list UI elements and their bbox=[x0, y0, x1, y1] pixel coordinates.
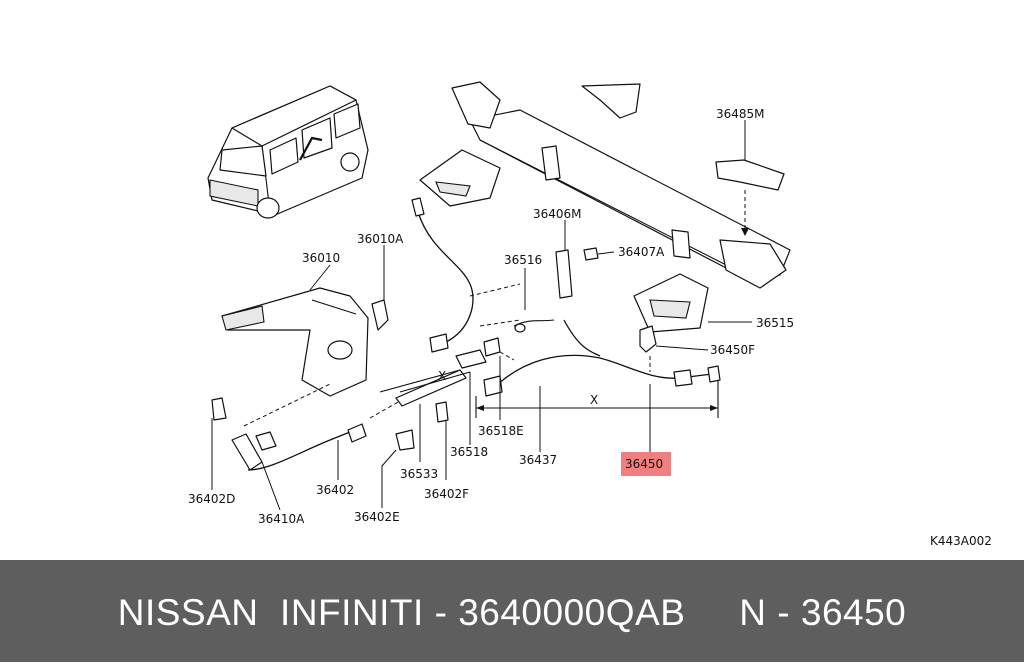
van-illustration bbox=[207, 85, 369, 219]
dim-x-lower: X bbox=[590, 393, 598, 407]
label-36485M: 36485M bbox=[716, 107, 765, 121]
label-36402: 36402 bbox=[316, 483, 354, 497]
footer-part-number: NISSAN INFINITI - 3640000QAB N - 36450 bbox=[117, 592, 907, 633]
dimension-x bbox=[399, 371, 719, 418]
highlight-36450 bbox=[621, 452, 671, 476]
label-36450F: 36450F bbox=[710, 343, 755, 357]
label-36010A: 36010A bbox=[357, 232, 404, 246]
rear-cable-36450 bbox=[483, 247, 721, 397]
label-36450: 36450 bbox=[625, 457, 663, 471]
frame-crossmember bbox=[419, 81, 791, 333]
hand-brake-lever bbox=[221, 287, 389, 397]
label-36402F: 36402F bbox=[424, 487, 469, 501]
label-36010: 36010 bbox=[302, 251, 340, 265]
label-36402D: 36402D bbox=[188, 492, 235, 506]
parts-diagram: X X 36485M 36406M 36407A 36010A 36516 36… bbox=[188, 81, 992, 548]
label-36518: 36518 bbox=[450, 445, 488, 459]
equalizer-rod bbox=[379, 337, 501, 407]
label-36533: 36533 bbox=[400, 467, 438, 481]
footer-bar: NISSAN INFINITI - 3640000QAB N - 36450 bbox=[0, 560, 1024, 662]
label-36407A: 36407A bbox=[618, 245, 665, 259]
label-36410A: 36410A bbox=[258, 512, 305, 526]
label-36402E: 36402E bbox=[354, 510, 400, 524]
leader-lines bbox=[211, 120, 752, 511]
diagram-code: K443A002 bbox=[930, 534, 992, 548]
upper-cable bbox=[411, 197, 521, 353]
label-36406M: 36406M bbox=[533, 207, 582, 221]
label-36437: 36437 bbox=[519, 453, 557, 467]
label-36518E: 36518E bbox=[478, 424, 524, 438]
dim-x-upper: X bbox=[438, 369, 446, 383]
label-36516: 36516 bbox=[504, 253, 542, 267]
label-36515: 36515 bbox=[756, 316, 794, 330]
